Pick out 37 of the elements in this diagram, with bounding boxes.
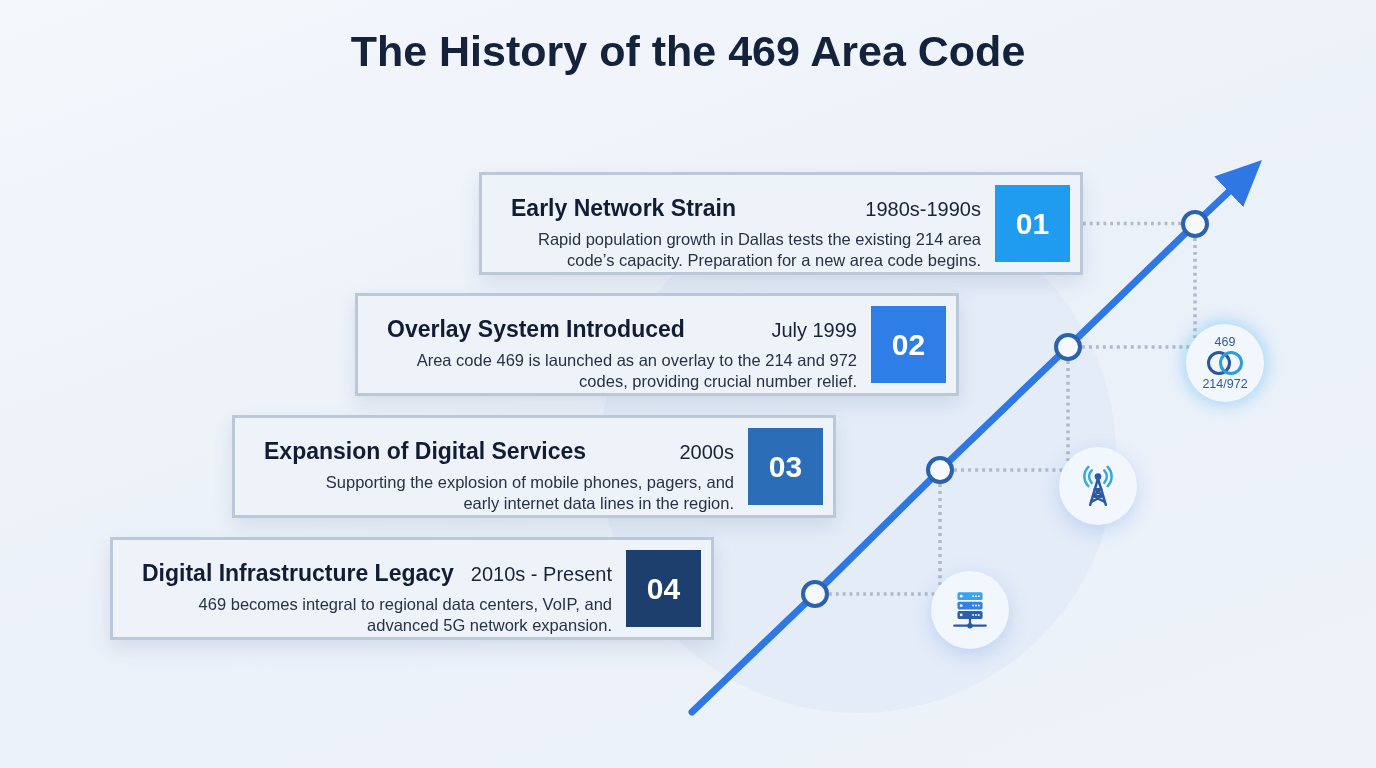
milestone-description: Area code 469 is launched as an overlay to the 214 and 972 codes, providing crucial number relief. — [415, 349, 857, 392]
milestone-card — [232, 415, 836, 518]
dotted-connector — [829, 592, 935, 596]
milestone-ring-icon — [1181, 210, 1209, 238]
step-number: 02 — [871, 306, 946, 383]
milestone-title: Early Network Strain — [511, 194, 736, 222]
milestone-card — [355, 293, 959, 396]
date-label: 1980s-1990s — [865, 196, 981, 222]
timeline-line — [1074, 230, 1189, 341]
date-label: July 1999 — [771, 317, 857, 343]
area-code-circle — [1186, 324, 1264, 402]
milestone-description: Supporting the explosion of mobile phones, pagers, and early internet data lines in the region. — [324, 471, 734, 514]
milestone-description: Rapid population growth in Dallas tests the existing 214 area code’s capacity. Preparation for a new area code begins. — [536, 228, 981, 271]
milestone-title: Expansion of Digital Services — [264, 437, 587, 465]
milestone-title: Overlay System Introduced — [387, 315, 685, 343]
dotted-connector — [1083, 221, 1181, 226]
area-code-label: 214/972 — [1202, 377, 1248, 391]
milestone-card — [110, 537, 714, 640]
area-code-label: 469 — [1214, 335, 1236, 349]
dotted-connector — [1193, 238, 1197, 339]
dotted-connector — [1066, 361, 1070, 462]
step-number: 01 — [995, 185, 1070, 262]
milestone-description: 469 becomes integral to regional data centers, VoIP, and advanced 5G network expansion. — [197, 593, 612, 636]
dotted-connector — [954, 468, 1063, 472]
timeline-line — [946, 353, 1062, 464]
timeline-line — [688, 600, 809, 716]
date-label: 2010s - Present — [470, 561, 612, 587]
diagram-title: The History of the 469 Area Code — [350, 26, 1026, 76]
dotted-connector — [1082, 345, 1190, 349]
milestone-title: Digital Infrastructure Legacy — [142, 559, 454, 587]
dotted-connector — [938, 484, 942, 586]
milestone-card — [479, 172, 1083, 275]
timeline-arrow — [1201, 160, 1262, 218]
step-number: 03 — [748, 428, 823, 505]
step-number: 04 — [626, 550, 701, 627]
date-label: 2000s — [679, 439, 734, 465]
timeline-line — [821, 476, 934, 588]
